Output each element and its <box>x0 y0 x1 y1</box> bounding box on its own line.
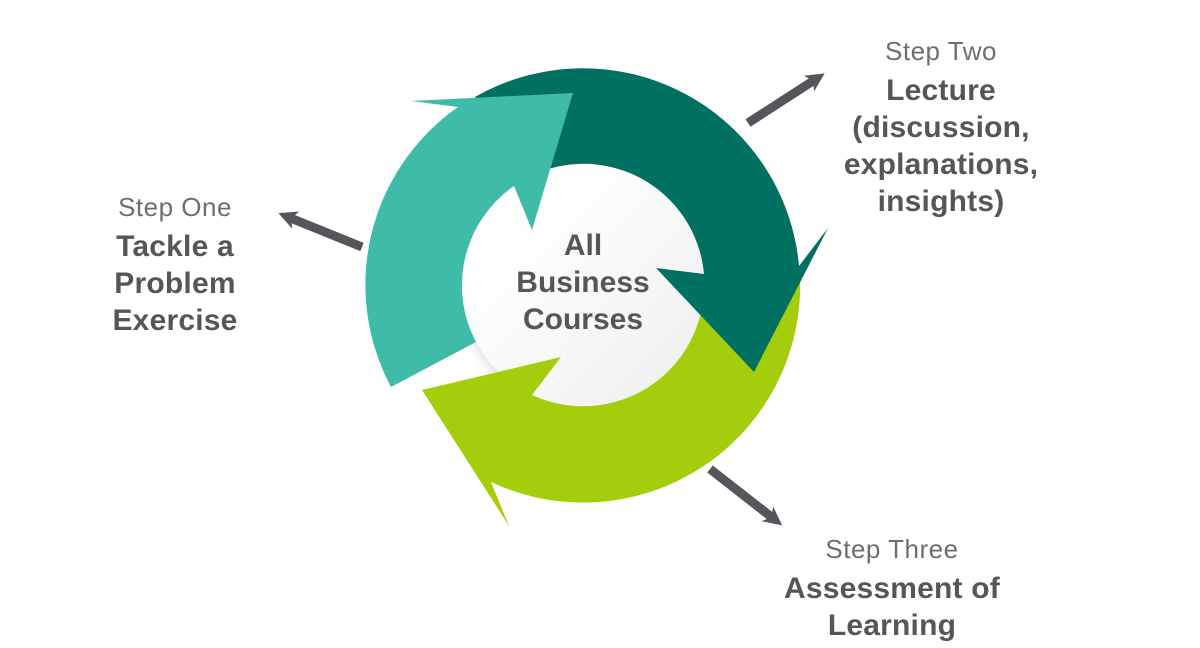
step-two-block: Step Two Lecture (discussion, explanatio… <box>811 36 1071 220</box>
step-three-label: Step Three <box>825 534 959 564</box>
cycle-segment-step-three-lime <box>422 277 801 526</box>
step-three-title: Assessment of Learning <box>783 572 1000 642</box>
step-two-label: Step Two <box>885 36 997 66</box>
step-three-block: Step Three Assessment of Learning <box>762 534 1022 644</box>
step-two-title: Lecture (discussion, explanations, insig… <box>843 74 1039 218</box>
callout-arrow-step-two <box>745 73 825 127</box>
cycle-segment-step-two-darkgreen <box>475 68 828 372</box>
center-title: All Business Courses <box>516 229 650 336</box>
callout-arrow-step-three <box>707 465 783 526</box>
callout-arrow-step-one <box>278 211 364 252</box>
center-circle <box>462 164 704 406</box>
cycle-segment-step-one-teal <box>365 93 573 387</box>
step-one-label: Step One <box>118 192 232 222</box>
step-one-title: Tackle a Problem Exercise <box>112 230 238 337</box>
step-one-block: Step One Tackle a Problem Exercise <box>75 192 275 339</box>
